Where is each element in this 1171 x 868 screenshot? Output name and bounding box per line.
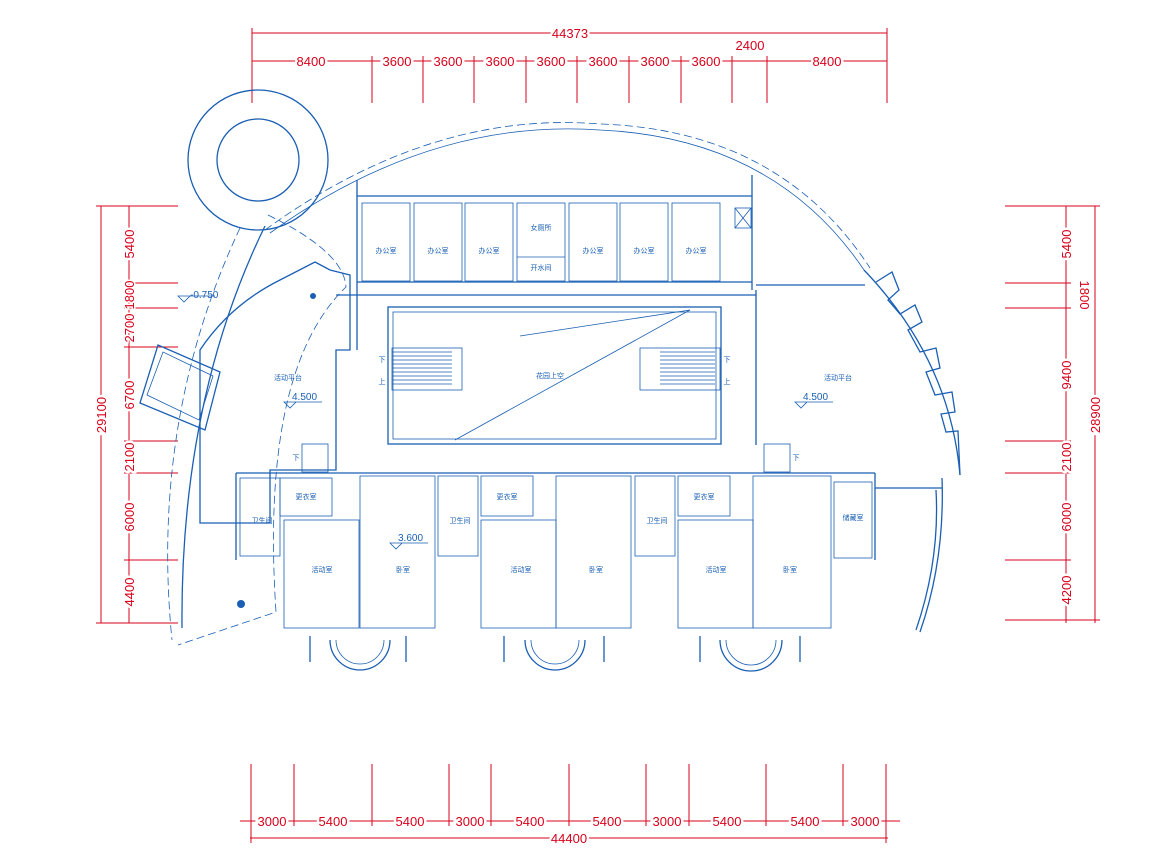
room-label-platform-left: 活动平台 xyxy=(274,373,302,382)
dim-bottom-seg: 3000 xyxy=(851,814,880,829)
room-label-bedroom: 卧室 xyxy=(589,565,603,574)
room-label-bedroom: 卧室 xyxy=(396,565,410,574)
dim-left-seg: 4400 xyxy=(122,578,137,607)
room-label-toilet-top: 女厕所 xyxy=(531,223,552,232)
dim-right-seg: 5400 xyxy=(1059,230,1074,259)
room-label-changing: 更衣室 xyxy=(497,492,518,501)
dim-bottom-seg: 3000 xyxy=(258,814,287,829)
elevation-floor: 3.600 xyxy=(398,533,423,544)
dim-left-seg: 2700 xyxy=(122,314,137,343)
dim-right-seg: 1800 xyxy=(1077,281,1092,310)
dim-top-seg: 3600 xyxy=(383,54,412,69)
dim-top-seg: 3600 xyxy=(641,54,670,69)
room-label-platform-right: 活动平台 xyxy=(824,373,852,382)
dim-left-seg: 1800 xyxy=(122,281,137,310)
room-label-garden-void: 花园上空 xyxy=(536,371,564,380)
room-label-activity: 活动室 xyxy=(511,565,532,574)
dim-left-seg: 6700 xyxy=(122,381,137,410)
dim-top-seg: 3600 xyxy=(434,54,463,69)
left-dimension-labels: 29100 5400 2700 1800 6700 2100 6000 4400 xyxy=(92,227,140,609)
dim-right-seg: 9400 xyxy=(1059,361,1074,390)
dim-bottom-seg: 5400 xyxy=(791,814,820,829)
stair-label-down: 下 xyxy=(379,356,386,364)
stair-treads-left xyxy=(392,351,452,385)
room-label-activity: 活动室 xyxy=(706,565,727,574)
dim-top-seg: 3600 xyxy=(537,54,566,69)
elevation-ground-left: -0.750 xyxy=(190,290,219,301)
dim-bottom-seg: 5400 xyxy=(396,814,425,829)
stair-treads-right xyxy=(660,351,715,385)
room-label-storage: 储藏室 xyxy=(843,513,864,522)
room-label-office: 办公室 xyxy=(479,246,500,255)
room-label-changing: 更衣室 xyxy=(694,492,715,501)
dim-bottom-seg: 5400 xyxy=(516,814,545,829)
dim-right-seg: 4200 xyxy=(1059,576,1074,605)
dim-bottom-seg: 5400 xyxy=(319,814,348,829)
dim-top-seg: 3600 xyxy=(589,54,618,69)
stair-label-down: 下 xyxy=(293,454,300,462)
dim-top-seg: 3600 xyxy=(692,54,721,69)
room-label-toilet: 卫生间 xyxy=(450,516,471,525)
dim-right-seg: 2100 xyxy=(1059,443,1074,472)
dim-bottom-total: 44400 xyxy=(551,831,587,846)
dim-left-seg: 5400 xyxy=(122,230,137,259)
elevation-marks: -0.750 4.500 4.500 3.600 xyxy=(177,290,833,550)
room-label-changing: 更衣室 xyxy=(296,492,317,501)
dim-top-offset: 2400 xyxy=(736,38,765,53)
stair-label-up: 上 xyxy=(379,377,386,386)
dimension-lines xyxy=(96,28,1100,843)
room-labels: 办公室 办公室 办公室 女厕所 开水间 办公室 办公室 办公室 花园上空 活动平… xyxy=(252,223,864,574)
building-outline xyxy=(139,89,961,672)
dim-top-seg: 8400 xyxy=(297,54,326,69)
dim-bottom-seg: 5400 xyxy=(713,814,742,829)
dim-right-total: 28900 xyxy=(1088,397,1103,433)
stair-label-up: 上 xyxy=(724,377,731,386)
elevation-platform-left: 4.500 xyxy=(292,392,317,403)
elevation-platform-right: 4.500 xyxy=(803,392,828,403)
room-label-office: 办公室 xyxy=(583,246,604,255)
room-label-activity: 活动室 xyxy=(312,565,333,574)
room-label-office: 办公室 xyxy=(428,246,449,255)
room-label-office: 办公室 xyxy=(634,246,655,255)
dim-top-seg: 3600 xyxy=(486,54,515,69)
dim-bottom-seg: 3000 xyxy=(653,814,682,829)
dim-bottom-seg: 5400 xyxy=(593,814,622,829)
room-label-toilet: 卫生间 xyxy=(252,516,273,525)
dim-left-total: 29100 xyxy=(94,397,109,433)
right-dimension-labels: 5400 1800 9400 2100 6000 4200 28900 xyxy=(1057,227,1106,607)
dim-top-total: 44373 xyxy=(552,26,588,41)
dim-right-seg: 6000 xyxy=(1059,503,1074,532)
stair-label-down: 下 xyxy=(724,356,731,364)
room-label-bedroom: 卧室 xyxy=(783,565,797,574)
top-dimension-labels: 44373 2400 8400 3600 3600 3600 3600 3600… xyxy=(294,24,844,72)
room-label-toilet: 卫生间 xyxy=(647,516,668,525)
stair-label-down: 下 xyxy=(793,454,800,462)
dim-bottom-seg: 3000 xyxy=(456,814,485,829)
dim-left-seg: 6000 xyxy=(122,503,137,532)
bottom-dimension-labels: 3000 5400 5400 3000 5400 5400 3000 5400 … xyxy=(255,812,882,849)
room-label-office: 办公室 xyxy=(686,246,707,255)
dim-left-seg: 2100 xyxy=(122,443,137,472)
dim-top-seg: 8400 xyxy=(813,54,842,69)
room-label-water-room: 开水间 xyxy=(531,263,552,272)
room-label-office: 办公室 xyxy=(376,246,397,255)
